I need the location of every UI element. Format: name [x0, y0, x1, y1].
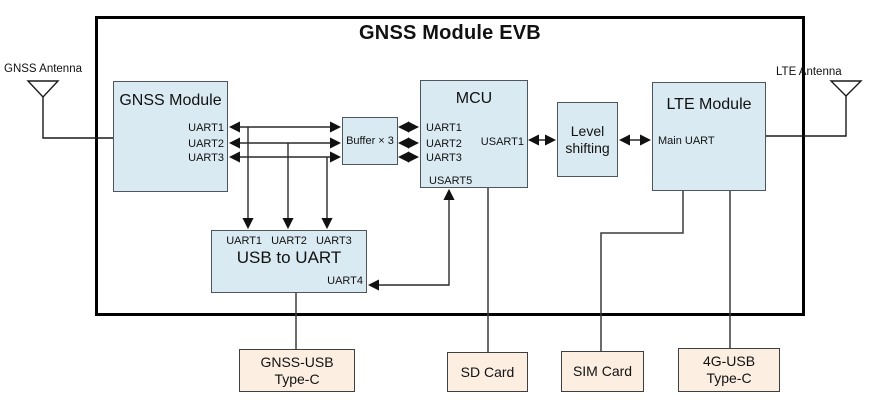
block-usb-to-uart: UART1 UART2 UART3 USB to UART UART4 [211, 230, 367, 293]
gnss-usb-line2: Type-C [274, 370, 320, 387]
u2u-port-uart1: UART1 [226, 235, 263, 247]
gnss-antenna-label: GNSS Antenna [4, 63, 82, 75]
u2u-port-uart4: UART4 [327, 275, 363, 287]
mcu-port-uart3: UART3 [426, 152, 462, 164]
gnss-usb-line1: GNSS-USB [260, 353, 334, 370]
usart5-uart4-wire [367, 188, 455, 291]
mcu-port-usart1: USART1 [480, 136, 524, 148]
mcu-port-uart2: UART2 [426, 138, 462, 150]
evb-boundary-box [95, 16, 805, 316]
level-shifting-line1: Level [570, 122, 605, 139]
gnss-port-uart2: UART2 [188, 138, 224, 150]
buffer-label: Buffer × 3 [346, 135, 394, 147]
block-mcu: MCU UART1 UART2 UART3 USART1 USART5 [420, 80, 528, 188]
block-lte-module: LTE Module Main UART [652, 82, 766, 191]
external-drop-wires [295, 188, 731, 352]
block-buffer: Buffer × 3 [342, 117, 398, 165]
connector-4g-usb-type-c: 4G-USB Type-C [678, 348, 780, 392]
usb-4g-line1: 4G-USB [702, 353, 756, 369]
gnss-port-uart1: UART1 [188, 122, 224, 134]
lte-antenna-icon [766, 80, 863, 137]
usb-to-uart-top-ports: UART1 UART2 UART3 [212, 235, 366, 247]
lte-module-title: LTE Module [666, 96, 752, 113]
connector-gnss-usb-type-c: GNSS-USB Type-C [239, 349, 355, 392]
buffer-mcu-wires [397, 121, 420, 163]
level-shifting-label: Level shifting [558, 123, 617, 157]
lte-antenna-label: LTE Antenna [776, 66, 842, 78]
usb-to-uart-title: USB to UART [236, 248, 342, 267]
mcu-title: MCU [455, 90, 493, 107]
u2u-port-uart2: UART2 [271, 235, 307, 247]
level-shifting-line2: shifting [565, 139, 610, 156]
lte-port-main-uart: Main UART [658, 135, 715, 147]
gnss-buffer-wires [228, 121, 342, 163]
diagram-title: GNSS Module EVB [359, 22, 541, 44]
connector-sim-card: SIM Card [561, 351, 644, 392]
mcu-port-uart1: UART1 [426, 122, 462, 134]
sim-card-label: SIM Card [572, 363, 633, 379]
block-gnss-module: GNSS Module UART1 UART2 UART3 [113, 81, 228, 192]
gnss-module-title: GNSS Module [119, 92, 222, 109]
block-level-shifting: Level shifting [557, 102, 618, 177]
connector-sd-card: SD Card [447, 352, 528, 392]
sd-card-label: SD Card [460, 363, 515, 380]
u2u-port-uart3: UART3 [315, 235, 352, 247]
gnss-port-uart3: UART3 [188, 152, 224, 164]
gnss-antenna-icon [26, 80, 113, 139]
uart-branch-wires [242, 127, 333, 230]
usb-4g-line2: Type-C [706, 370, 752, 386]
mcu-port-usart5: USART5 [429, 175, 473, 187]
